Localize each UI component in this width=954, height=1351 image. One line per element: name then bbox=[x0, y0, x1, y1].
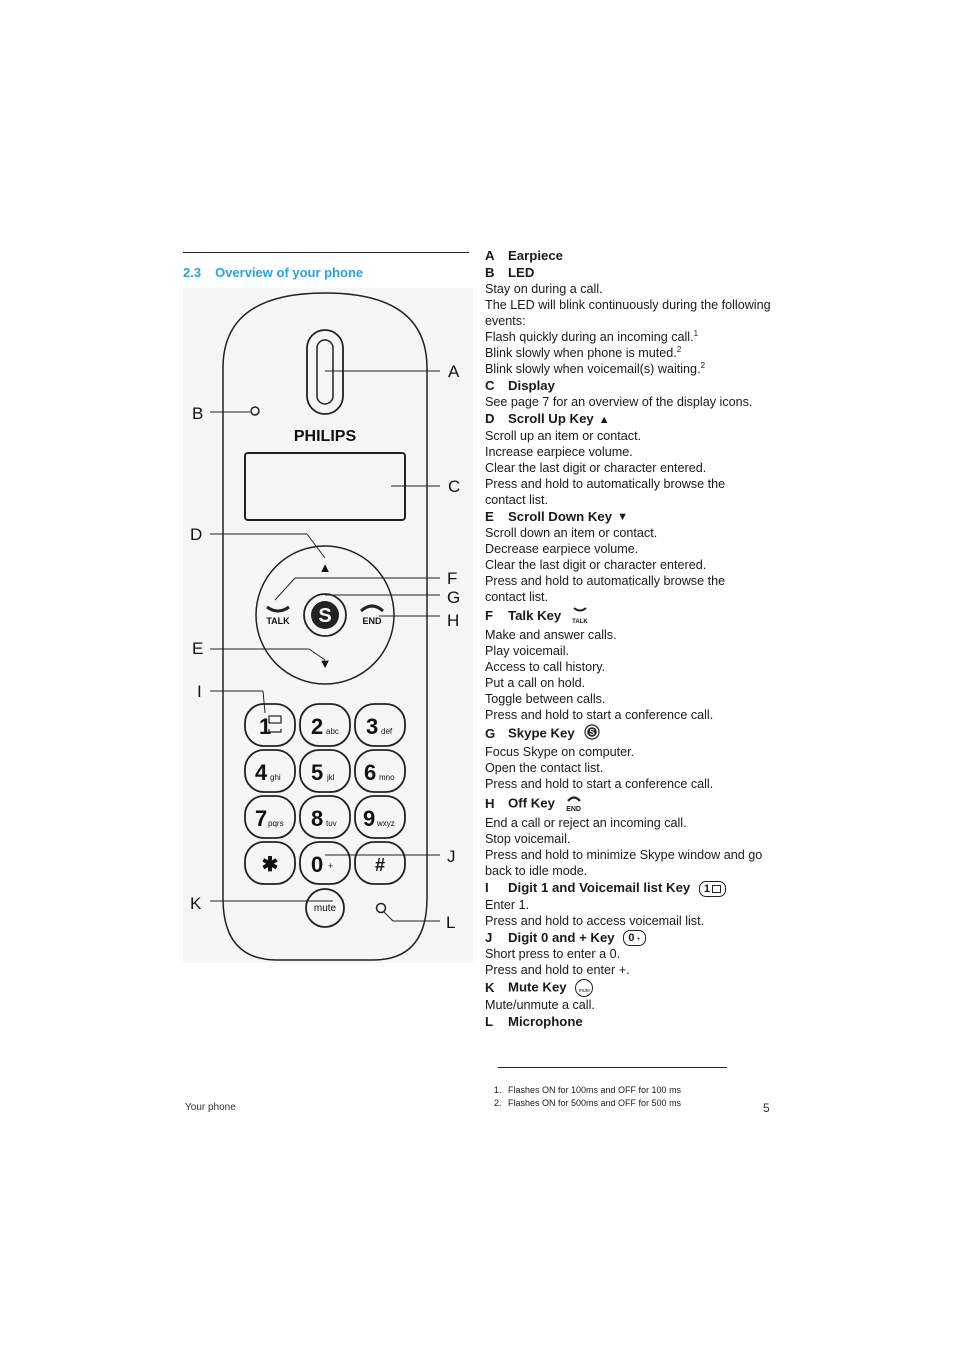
svg-text:mno: mno bbox=[379, 773, 395, 782]
key-hash: # bbox=[375, 855, 385, 875]
skype-key bbox=[303, 593, 347, 637]
svg-text:tuv: tuv bbox=[326, 819, 337, 828]
earpiece bbox=[306, 329, 344, 415]
callout-k: K bbox=[190, 894, 202, 913]
end-call-icon: END bbox=[564, 791, 584, 813]
key-4: 4 bbox=[255, 760, 268, 785]
callout-d: D bbox=[190, 525, 202, 544]
callout-b: B bbox=[192, 404, 203, 423]
callout-f: F bbox=[447, 569, 457, 588]
talk-key: TALK bbox=[266, 616, 290, 626]
display bbox=[244, 452, 406, 521]
keypad bbox=[244, 703, 406, 928]
key-7: 7 bbox=[255, 806, 267, 831]
footnote-2: 2.Flashes ON for 500ms and OFF for 500 m… bbox=[494, 1098, 682, 1108]
callout-h: H bbox=[447, 611, 459, 630]
callout-l: L bbox=[446, 913, 455, 932]
section-title: 2.3 Overview of your phone bbox=[183, 265, 363, 280]
scroll-down-key: ▼ bbox=[319, 656, 332, 671]
voicemail-key-icon: 1 bbox=[698, 880, 727, 897]
key-1: 1 bbox=[259, 714, 271, 739]
key-star: ✱ bbox=[262, 854, 279, 876]
page-number: 5 bbox=[763, 1101, 770, 1115]
svg-text:ghi: ghi bbox=[270, 773, 281, 782]
talk-icon: TALK bbox=[570, 604, 590, 625]
callout-c: C bbox=[448, 477, 460, 496]
svg-text:def: def bbox=[381, 727, 393, 736]
callout-g: G bbox=[447, 588, 460, 607]
microphone bbox=[375, 902, 387, 914]
svg-text:jkl: jkl bbox=[326, 773, 335, 782]
scroll-down-icon: ▼ bbox=[617, 511, 628, 524]
mute-key: mute bbox=[314, 903, 337, 914]
section-number: 2.3 bbox=[183, 265, 202, 280]
led bbox=[250, 406, 260, 416]
svg-text:pqrs: pqrs bbox=[268, 819, 284, 828]
svg-text:+: + bbox=[328, 861, 333, 871]
callout-a: A bbox=[448, 362, 460, 381]
footnote-rule bbox=[498, 1067, 727, 1068]
skype-icon: S bbox=[583, 724, 601, 744]
top-rule bbox=[183, 252, 469, 253]
scroll-up-key: ▲ bbox=[319, 560, 332, 575]
scroll-up-icon: ▲ bbox=[598, 413, 610, 426]
callout-e: E bbox=[192, 639, 203, 658]
key-0: 0 bbox=[311, 852, 323, 877]
key-2: 2 bbox=[311, 714, 323, 739]
svg-text:abc: abc bbox=[326, 727, 339, 736]
key-8: 8 bbox=[311, 806, 323, 831]
footnote-1: 1.Flashes ON for 100ms and OFF for 100 m… bbox=[494, 1085, 682, 1095]
svg-text:S: S bbox=[318, 605, 331, 627]
digit-zero-key-icon: 0+ bbox=[623, 930, 646, 947]
key-6: 6 bbox=[364, 760, 376, 785]
end-key: END bbox=[362, 616, 382, 626]
section-heading: Overview of your phone bbox=[215, 265, 364, 280]
svg-text:wxyz: wxyz bbox=[376, 819, 395, 828]
callout-i: I bbox=[197, 682, 202, 701]
key-3: 3 bbox=[366, 714, 378, 739]
phone-illustration: PHILIPS ▲ ▼ S TALK END 1 2 abc 3 def 4 g… bbox=[183, 288, 473, 963]
callout-j: J bbox=[447, 847, 456, 866]
svg-text:S: S bbox=[590, 728, 596, 737]
mute-key-icon: mute bbox=[575, 979, 594, 998]
nav-ring bbox=[255, 545, 395, 685]
key-5: 5 bbox=[311, 760, 323, 785]
key-9: 9 bbox=[363, 806, 375, 831]
footer-section-label: Your phone bbox=[185, 1102, 236, 1113]
brand-logo: PHILIPS bbox=[294, 428, 357, 445]
